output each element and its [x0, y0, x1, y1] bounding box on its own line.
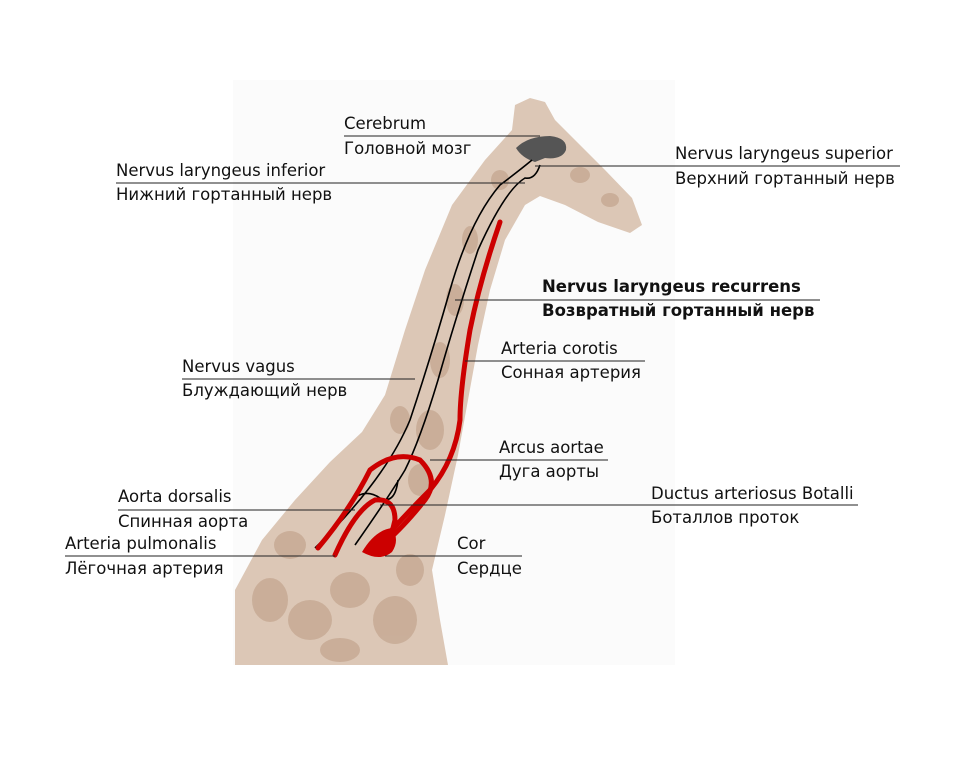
label-cerebrum-latin: Cerebrum [344, 114, 427, 133]
label-corotis-latin: Arteria corotis [501, 339, 618, 358]
label-botalli-latin: Ductus arteriosus Botalli [651, 484, 854, 503]
label-superior-latin: Nervus laryngeus superior [675, 144, 893, 163]
label-vagus-latin: Nervus vagus [182, 357, 295, 376]
label-arcus-latin: Arcus aortae [499, 438, 604, 457]
label-pulmonalis-latin: Arteria pulmonalis [65, 534, 217, 553]
label-lines [65, 135, 900, 557]
label-recurrens-russian: Возвратный гортанный нерв [542, 301, 815, 320]
label-cor-latin: Cor [457, 534, 486, 553]
label-pulmonalis-russian: Лёгочная артерия [65, 559, 224, 578]
label-vagus-russian: Блуждающий нерв [182, 381, 348, 400]
label-arcus-russian: Дуга аорты [499, 462, 599, 481]
label-botalli-russian: Боталлов проток [651, 508, 800, 527]
label-dorsalis-russian: Спинная аорта [118, 512, 249, 531]
brain-shape [516, 136, 567, 162]
label-dorsalis-latin: Aorta dorsalis [118, 487, 232, 506]
label-corotis-russian: Сонная артерия [501, 363, 641, 382]
label-cerebrum-russian: Головной мозг [344, 139, 472, 158]
heart-shape [362, 528, 396, 557]
label-recurrens-latin: Nervus laryngeus recurrens [542, 277, 801, 296]
label-inferior-russian: Нижний гортанный нерв [116, 185, 333, 204]
giraffe-spots [252, 167, 619, 662]
label-inferior-latin: Nervus laryngeus inferior [116, 161, 326, 180]
label-cor-russian: Сердце [457, 559, 522, 578]
label-superior-russian: Верхний гортанный нерв [675, 169, 895, 188]
